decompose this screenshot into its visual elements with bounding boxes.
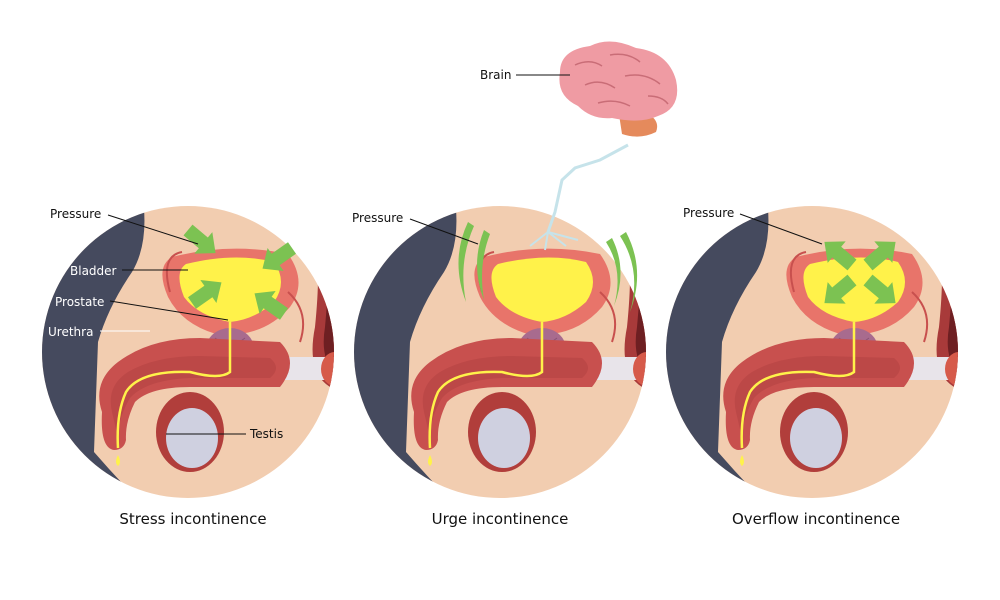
brain-illustration (559, 41, 678, 137)
panel-stress-incontinence: Pressure Bladder Prostate Urethra Testis… (42, 206, 334, 528)
contraction-marks (458, 222, 638, 312)
leader-prostate (109, 300, 229, 321)
leader-pressure (409, 218, 479, 245)
label-bladder: Bladder (70, 264, 117, 278)
label-pressure: Pressure (50, 207, 101, 221)
label-pressure: Pressure (352, 211, 403, 225)
label-brain: Brain (480, 68, 511, 82)
panel-urge-incontinence: Brain Pressure Urge incontinence (352, 41, 678, 528)
label-pressure: Pressure (683, 206, 734, 220)
panel-overflow-incontinence: Pressure Overflow incontinence (666, 206, 958, 528)
label-urethra: Urethra (48, 325, 93, 339)
caption-stress: Stress incontinence (119, 510, 266, 528)
leader-pressure (739, 213, 823, 245)
nerve-pathway (546, 143, 629, 233)
label-prostate: Prostate (55, 295, 104, 309)
leader-pressure (107, 214, 199, 245)
caption-urge: Urge incontinence (432, 510, 569, 528)
label-testis: Testis (249, 427, 283, 441)
caption-overflow: Overflow incontinence (732, 510, 900, 528)
